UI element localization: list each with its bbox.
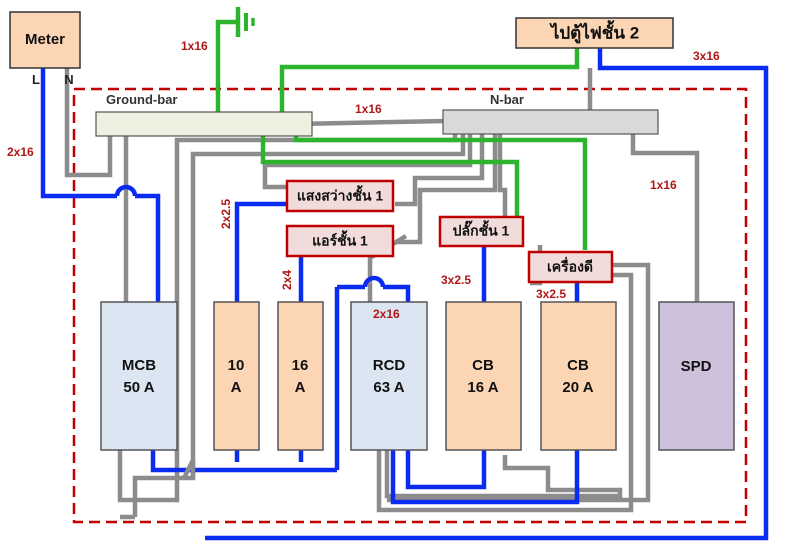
ground-bar-label: Ground-bar xyxy=(106,92,178,107)
wire-size-appliance: 3x2.5 xyxy=(536,287,566,301)
wire-size-aircon: 2x4 xyxy=(280,270,294,290)
ground-bar xyxy=(95,111,313,137)
breaker-10a: 10 A xyxy=(213,301,260,451)
spd-line1: SPD xyxy=(681,358,712,375)
cb16-line1: CB xyxy=(472,357,494,374)
cb-16a: CB 16 A xyxy=(445,301,522,451)
wire-size-rcd: 2x16 xyxy=(373,307,400,321)
neutral-bar xyxy=(442,109,659,135)
wire-size-ground-rod: 1x16 xyxy=(181,39,208,53)
floor2-panel-box: ไปตู้ไฟชั้น 2 xyxy=(515,17,674,49)
mcb-line1: MCB xyxy=(122,357,156,374)
circuit-appliance-label: เครื่องดี xyxy=(547,257,593,275)
wire-size-main-feed: 2x16 xyxy=(7,145,34,159)
circuit-plug-label: ปลั๊กชั้น 1 xyxy=(453,220,510,239)
wire-size-lighting: 2x2.5 xyxy=(219,199,233,229)
meter-terminal-l: L xyxy=(32,72,40,87)
circuit-aircon-label: แอร์ชั้น 1 xyxy=(312,230,368,249)
wire-size-plug: 3x2.5 xyxy=(441,273,471,287)
meter-label: Meter xyxy=(25,31,65,48)
neutral-bar-label: N-bar xyxy=(490,92,524,107)
mcb-50a: MCB 50 A xyxy=(100,301,178,451)
circuit-lighting-label: แสงสว่างชั้น 1 xyxy=(297,185,383,204)
rcd-63a: RCD 63 A xyxy=(350,301,428,451)
cb20-line2: 20 A xyxy=(562,379,593,396)
mcb-line2: 50 A xyxy=(123,379,154,396)
rcd-line1: RCD xyxy=(373,357,406,374)
cb16-line2: 16 A xyxy=(467,379,498,396)
circuit-plug: ปลั๊กชั้น 1 xyxy=(438,215,525,248)
cb20-line1: CB xyxy=(567,357,589,374)
breaker-16a-line2: A xyxy=(295,379,306,396)
rcd-line2: 63 A xyxy=(373,379,404,396)
breaker-16a: 16 A xyxy=(277,301,324,451)
meter-box: Meter xyxy=(9,11,81,69)
wire-size-floor2: 3x16 xyxy=(693,49,720,63)
neutral-crossing xyxy=(181,458,196,480)
wire-size-ground-n-link: 1x16 xyxy=(355,102,382,116)
floor2-panel-label: ไปตู้ไฟชั้น 2 xyxy=(549,19,639,44)
wire-size-spd: 1x16 xyxy=(650,178,677,192)
breaker-10a-line2: A xyxy=(231,379,242,396)
spd: SPD xyxy=(658,301,735,451)
meter-terminal-n: N xyxy=(64,72,73,87)
circuit-lighting: แสงสว่างชั้น 1 xyxy=(285,179,395,213)
ground-symbol-icon xyxy=(235,7,255,37)
circuit-appliance: เครื่องดี xyxy=(527,250,614,284)
breaker-16a-line1: 16 xyxy=(292,357,309,374)
breaker-10a-line1: 10 xyxy=(228,357,245,374)
consumer-unit-enclosure xyxy=(72,87,748,524)
cb-20a: CB 20 A xyxy=(540,301,617,451)
circuit-aircon: แอร์ชั้น 1 xyxy=(285,224,395,258)
